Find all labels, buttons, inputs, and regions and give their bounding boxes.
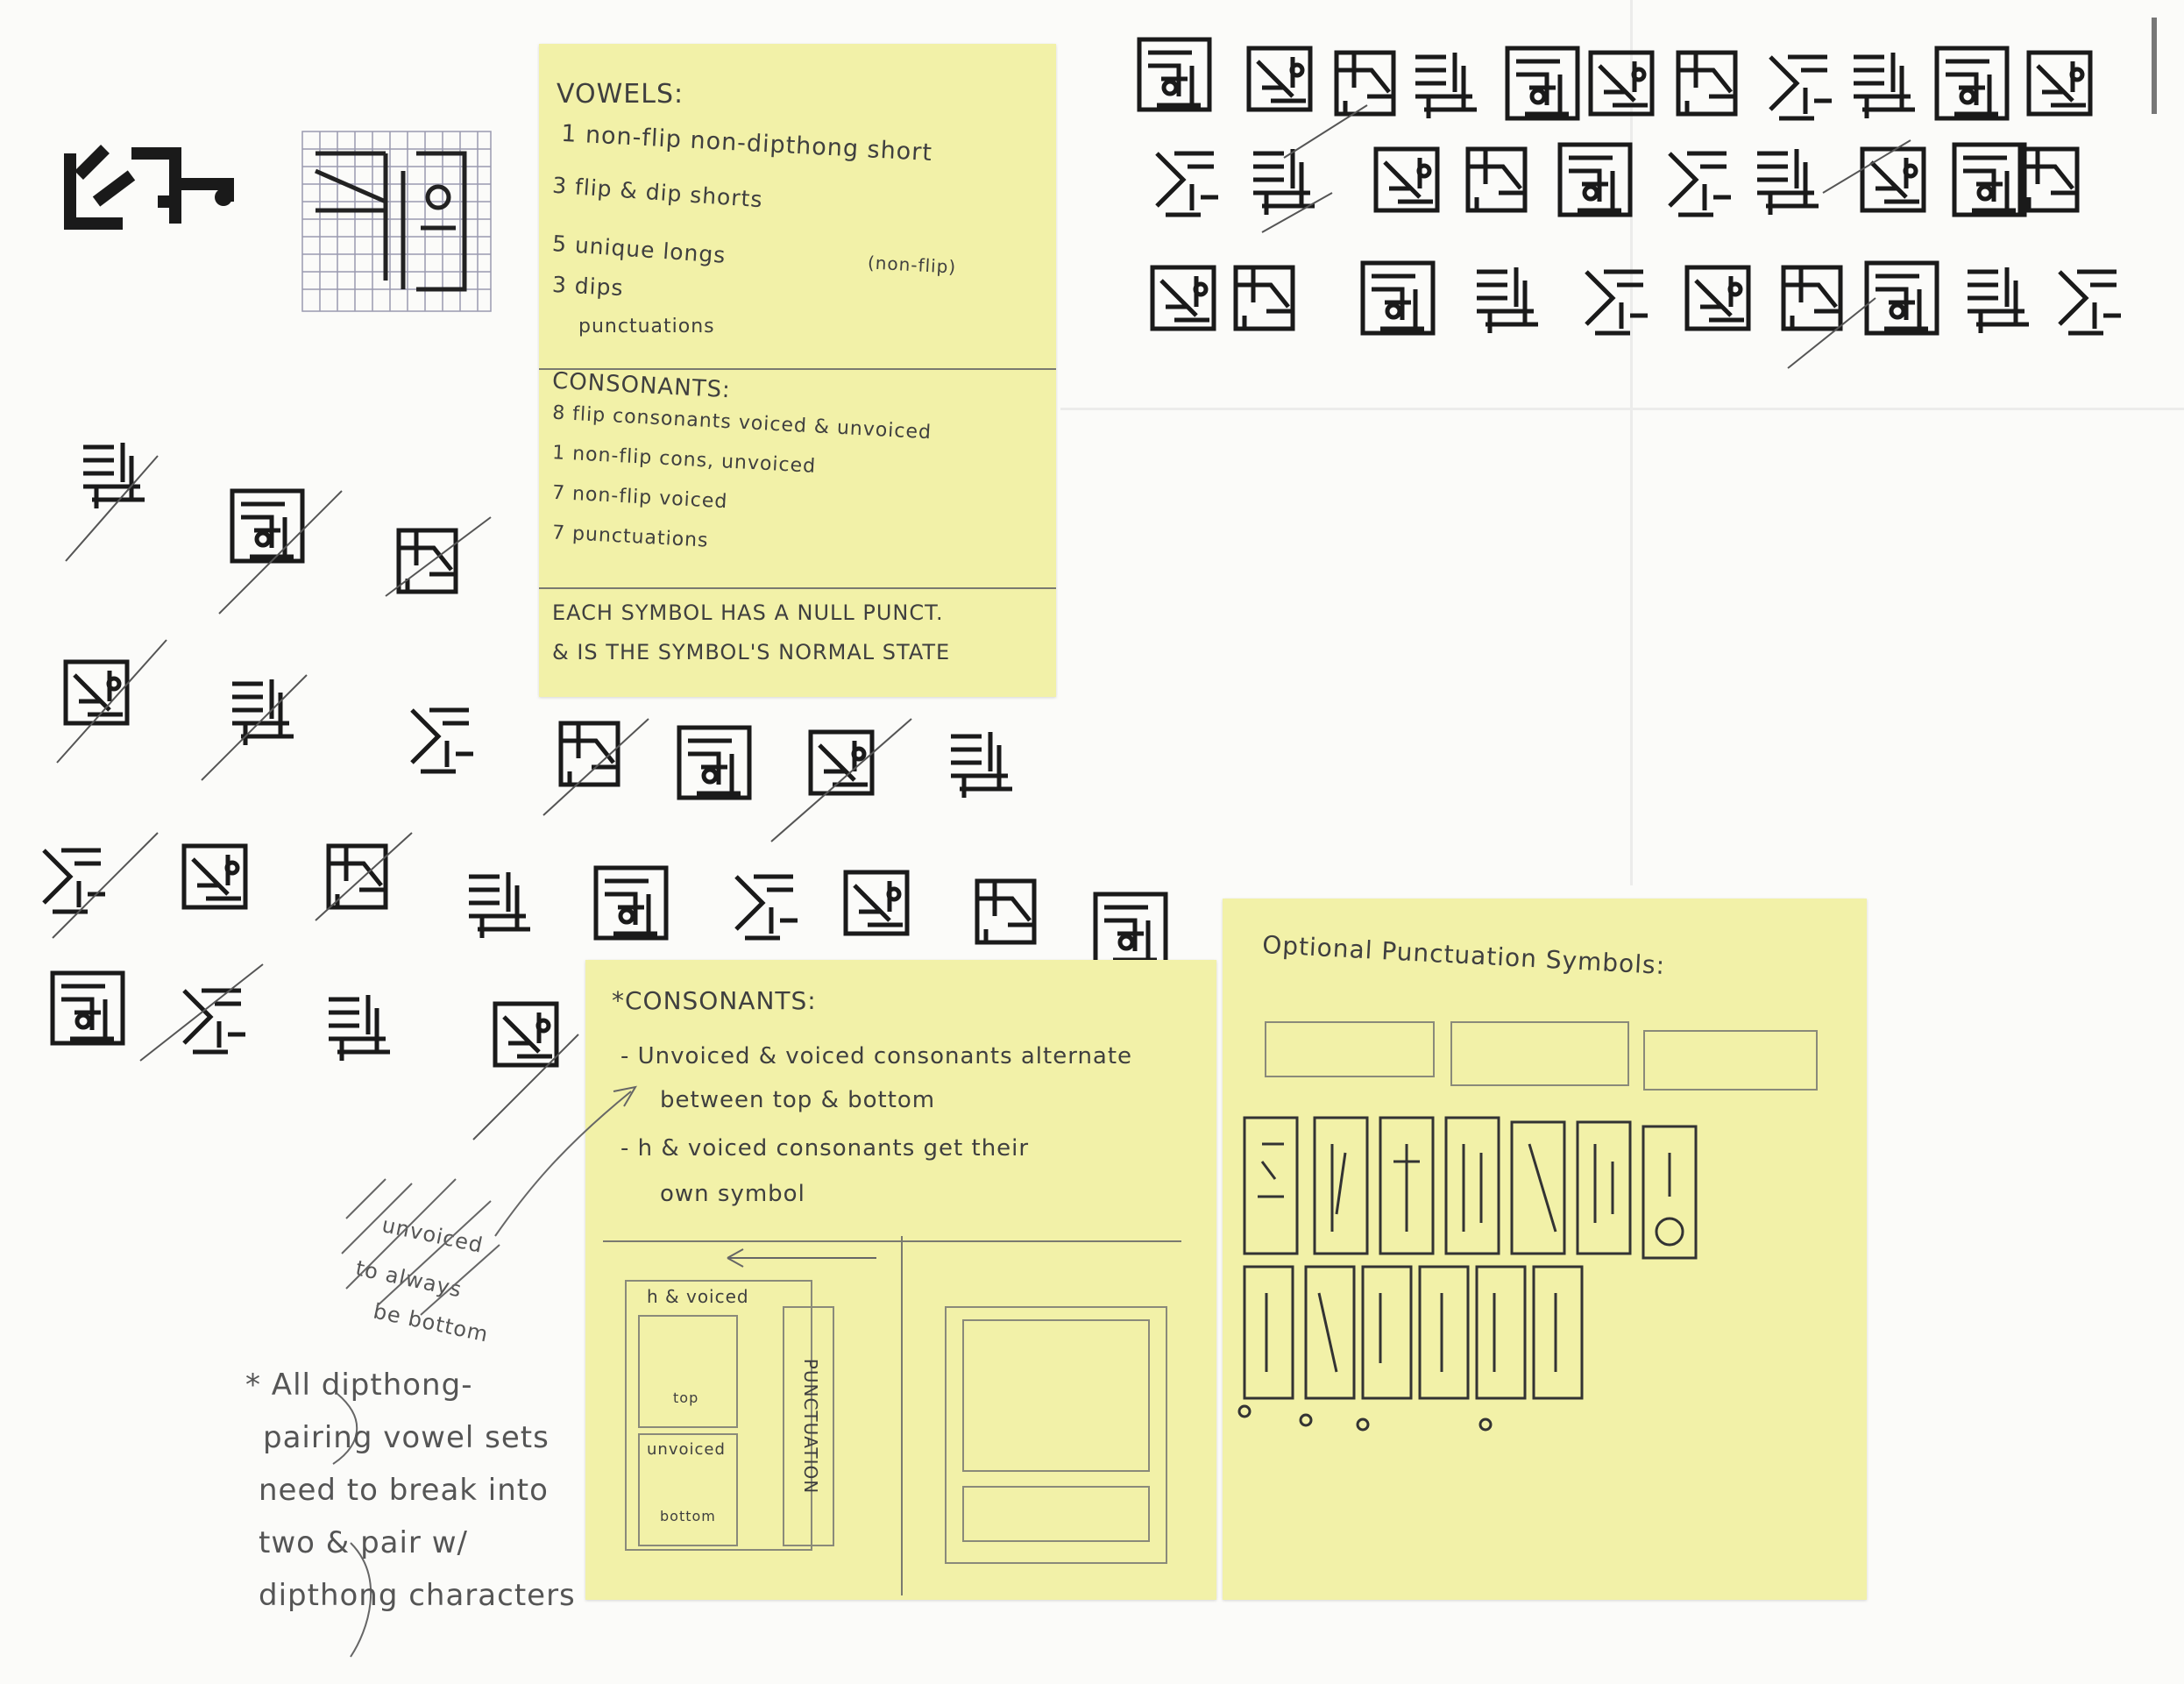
- dipthong-margin-note: need to break into: [259, 1473, 549, 1508]
- vowels-title: VOWELS:: [557, 79, 684, 110]
- box-label-unvoiced: unvoiced: [647, 1440, 726, 1459]
- consonants-note-item: between top & bottom: [660, 1087, 936, 1113]
- vowels-item: punctuations: [578, 316, 715, 338]
- dipthong-margin-note: * All dipthong-: [245, 1368, 473, 1403]
- punctuation-cell: [783, 1306, 834, 1546]
- punctuation-symbol-box: [1450, 1021, 1629, 1086]
- punctuation-sticky-note: Optional Punctuation Symbols:: [1223, 899, 1867, 1600]
- box-label-bottom: bottom: [660, 1508, 716, 1524]
- voiced-cell: [638, 1315, 738, 1428]
- dipthong-margin-note: pairing vowel sets: [263, 1420, 550, 1455]
- consonants-note-item: - Unvoiced & voiced consonants alternate: [620, 1043, 1133, 1069]
- divider: [539, 368, 1056, 370]
- consonants-sticky-note: *CONSONANTS: - Unvoiced & voiced consona…: [585, 960, 1216, 1600]
- dipthong-margin-note: two & pair w/: [259, 1525, 468, 1560]
- rule-note: EACH SYMBOL HAS A NULL PUNCT.: [552, 600, 944, 625]
- consonants-note-title: *CONSONANTS:: [612, 986, 817, 1015]
- punctuation-glyphs: [1237, 1116, 1698, 1432]
- paper-fold: [1060, 408, 2184, 410]
- dipthong-margin-note: dipthong characters: [259, 1578, 576, 1613]
- paper-fold: [2152, 18, 2157, 114]
- divider: [603, 1240, 1181, 1242]
- symbol-box: [962, 1486, 1150, 1542]
- paper-fold: [1630, 0, 1633, 885]
- divider: [901, 1236, 903, 1595]
- symbol-box: [945, 1306, 1167, 1564]
- box-label-top: top: [673, 1389, 699, 1406]
- unvoiced-cell: [638, 1433, 738, 1546]
- consonants-note-item: own symbol: [660, 1181, 805, 1207]
- rule-note: & IS THE SYMBOL'S NORMAL STATE: [552, 640, 951, 664]
- box-label-h-voiced: h & voiced: [647, 1286, 749, 1307]
- consonants-note-item: - h & voiced consonants get their: [620, 1135, 1030, 1162]
- punctuation-symbol-box: [1643, 1030, 1818, 1091]
- punctuation-symbol-box: [1265, 1021, 1435, 1077]
- symbol-box: [962, 1319, 1150, 1472]
- divider: [539, 587, 1056, 589]
- vowels-sticky-note: VOWELS: 1 non-flip non-dipthong short 3 …: [539, 44, 1056, 697]
- consonant-box: [625, 1280, 812, 1551]
